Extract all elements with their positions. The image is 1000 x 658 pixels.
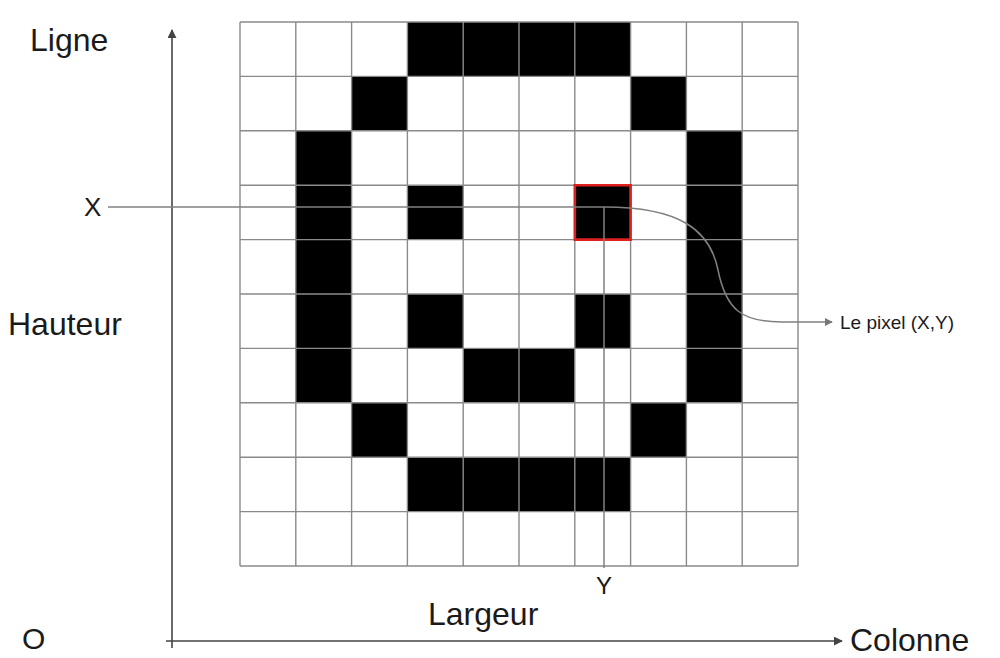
y-leader-line xyxy=(603,207,605,568)
origin-label: O xyxy=(22,624,45,654)
column-axis xyxy=(166,640,842,642)
dimension-label: Hauteur xyxy=(8,308,122,340)
highlighted-pixel xyxy=(575,185,631,239)
coordinate-label: X xyxy=(84,194,101,220)
line-axis xyxy=(171,30,173,648)
callout-label: Le pixel (X,Y) xyxy=(840,313,954,332)
dimension-label: Largeur xyxy=(428,598,538,630)
pixel-callout-line xyxy=(604,207,832,322)
coordinate-label: Y xyxy=(596,574,612,598)
x-leader-line xyxy=(108,206,604,208)
axis-label: Colonne xyxy=(850,624,969,656)
pixel-grid xyxy=(240,22,798,566)
axis-label: Ligne xyxy=(30,24,108,56)
grid-lines xyxy=(240,22,798,566)
